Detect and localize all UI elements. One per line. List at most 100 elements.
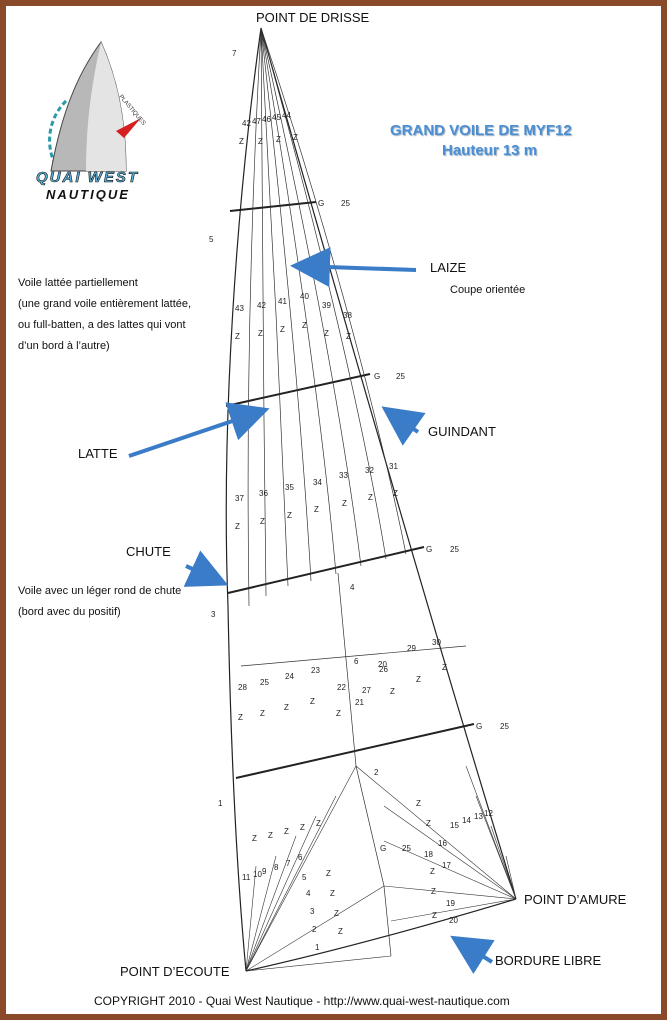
panel-number: 2 — [374, 768, 379, 777]
seam-mark: Z — [235, 332, 240, 341]
panel-number: 17 — [442, 861, 451, 870]
clew-rays — [245, 765, 392, 972]
panel-number: 42 — [257, 301, 266, 310]
seam-mark: Z — [338, 927, 343, 936]
panel-number: 7 — [286, 859, 291, 868]
seam-mark: Z — [346, 332, 351, 341]
seam-mark: Z — [342, 499, 347, 508]
arrow-icon — [450, 935, 495, 974]
arrow-icon — [128, 402, 270, 458]
seam-mark: Z — [258, 329, 263, 338]
label-guindant: GUINDANT — [428, 424, 496, 439]
note-voile-lattee: Voile lattée partiellement (une grand vo… — [18, 273, 191, 357]
label-coupe-orientee: Coupe orientée — [450, 284, 526, 296]
note-rond-de-chute: Voile avec un léger rond de chute (bord … — [18, 581, 181, 623]
seam-mark: Z — [326, 869, 331, 878]
leech-marks: 7 5 3 1 — [209, 49, 237, 808]
panel-number: 38 — [343, 311, 352, 320]
logo-subname: NAUTIQUE — [46, 187, 130, 202]
batten-mark: G — [380, 844, 386, 853]
seam-mark: Z — [239, 137, 244, 146]
panel-number: 46 — [262, 115, 271, 124]
panel-number: 34 — [313, 478, 322, 487]
seam-mark: Z — [368, 493, 373, 502]
seam-mark: Z — [238, 713, 243, 722]
panel-number: 36 — [259, 489, 268, 498]
seam-mark: Z — [416, 799, 421, 808]
note-line: Voile avec un léger rond de chute — [18, 585, 182, 597]
label-bordure-libre: BORDURE LIBRE — [495, 953, 602, 968]
seam-marks: Z Z Z Z Z Z Z Z Z Z Z Z Z Z Z Z Z Z Z Z … — [235, 133, 447, 936]
seam-mark: Z — [284, 703, 289, 712]
panel-number: 1 — [315, 943, 320, 952]
panel-number: 28 — [238, 683, 247, 692]
note-line: Voile lattée partiellement — [18, 277, 138, 289]
panel-number: 44 — [282, 111, 291, 120]
seam-mark: Z — [416, 675, 421, 684]
panel-number: 14 — [462, 816, 471, 825]
batten-mark: 25 — [450, 545, 459, 554]
label-latte: LATTE — [78, 446, 118, 461]
diagram-title: GRAND VOILE DE MYF12 — [390, 122, 572, 139]
batten-mark: 25 — [500, 722, 509, 731]
panel-number: 12 — [484, 809, 493, 818]
seam-mark: Z — [235, 522, 240, 531]
seam-mark: Z — [442, 663, 447, 672]
panel-number: 35 — [285, 483, 294, 492]
note-line: (une grand voile entièrement lattée, — [18, 298, 192, 310]
batten-mark: G — [426, 545, 432, 554]
seam-mark: Z — [330, 889, 335, 898]
leech-mark: 7 — [232, 49, 237, 58]
panel-number: 4 — [306, 889, 311, 898]
seam-mark: Z — [432, 911, 437, 920]
panel-number: 31 — [389, 462, 398, 471]
copyright: COPYRIGHT 2010 - Quai West Nautique - ht… — [94, 994, 510, 1008]
batten-mark: G — [476, 722, 482, 731]
seam-mark: Z — [426, 819, 431, 828]
seam-mark: Z — [260, 517, 265, 526]
diagram-subtitle: Hauteur 13 m — [442, 142, 538, 159]
note-line: d’un bord à l’autre) — [18, 340, 110, 352]
panel-number: 29 — [407, 644, 416, 653]
label-point-d-ecoute: POINT D’ECOUTE — [120, 964, 230, 979]
seam-mark: Z — [287, 511, 292, 520]
panel-number: 25 — [260, 678, 269, 687]
note-line: ou full-batten, a des lattes qui vont — [18, 319, 186, 331]
arrow-icon — [381, 406, 426, 446]
seam-mark: Z — [293, 133, 298, 142]
seam-mark: Z — [336, 709, 341, 718]
panel-number: 30 — [432, 638, 441, 647]
panel-number: 8 — [274, 863, 279, 872]
seam-mark: Z — [324, 329, 329, 338]
seam-mark: Z — [260, 709, 265, 718]
panel-number: 15 — [450, 821, 459, 830]
panel-number: 45 — [272, 113, 281, 122]
leech-mark: 5 — [209, 235, 214, 244]
label-point-d-amure: POINT D’AMURE — [524, 892, 627, 907]
panel-number: 5 — [302, 873, 307, 882]
batten-mark: G — [318, 199, 324, 208]
panel-number: 20 — [449, 916, 458, 925]
panel-number: 6 — [298, 853, 303, 862]
seam-mark: Z — [258, 137, 263, 146]
panel-number: 6 — [354, 657, 359, 666]
panel-number: 21 — [355, 698, 364, 707]
seam-mark: Z — [310, 697, 315, 706]
panel-number: 42 — [242, 119, 251, 128]
seam-mark: Z — [268, 831, 273, 840]
panel-number: 33 — [339, 471, 348, 480]
label-point-de-drisse: POINT DE DRISSE — [256, 10, 370, 25]
seam-mark: Z — [390, 687, 395, 696]
seam-mark: Z — [284, 827, 289, 836]
panel-number: 4 — [350, 583, 355, 592]
panel-number: 18 — [424, 850, 433, 859]
panel-number: 32 — [365, 466, 374, 475]
panel-number: 41 — [278, 297, 287, 306]
panel-number: 37 — [235, 494, 244, 503]
seam-mark: Z — [276, 135, 281, 144]
panel-number: 3 — [310, 907, 315, 916]
batten-mark: 25 — [402, 844, 411, 853]
panel-number: 2 — [312, 925, 317, 934]
arrow-icon — [183, 550, 229, 587]
batten-mark: 25 — [396, 372, 405, 381]
